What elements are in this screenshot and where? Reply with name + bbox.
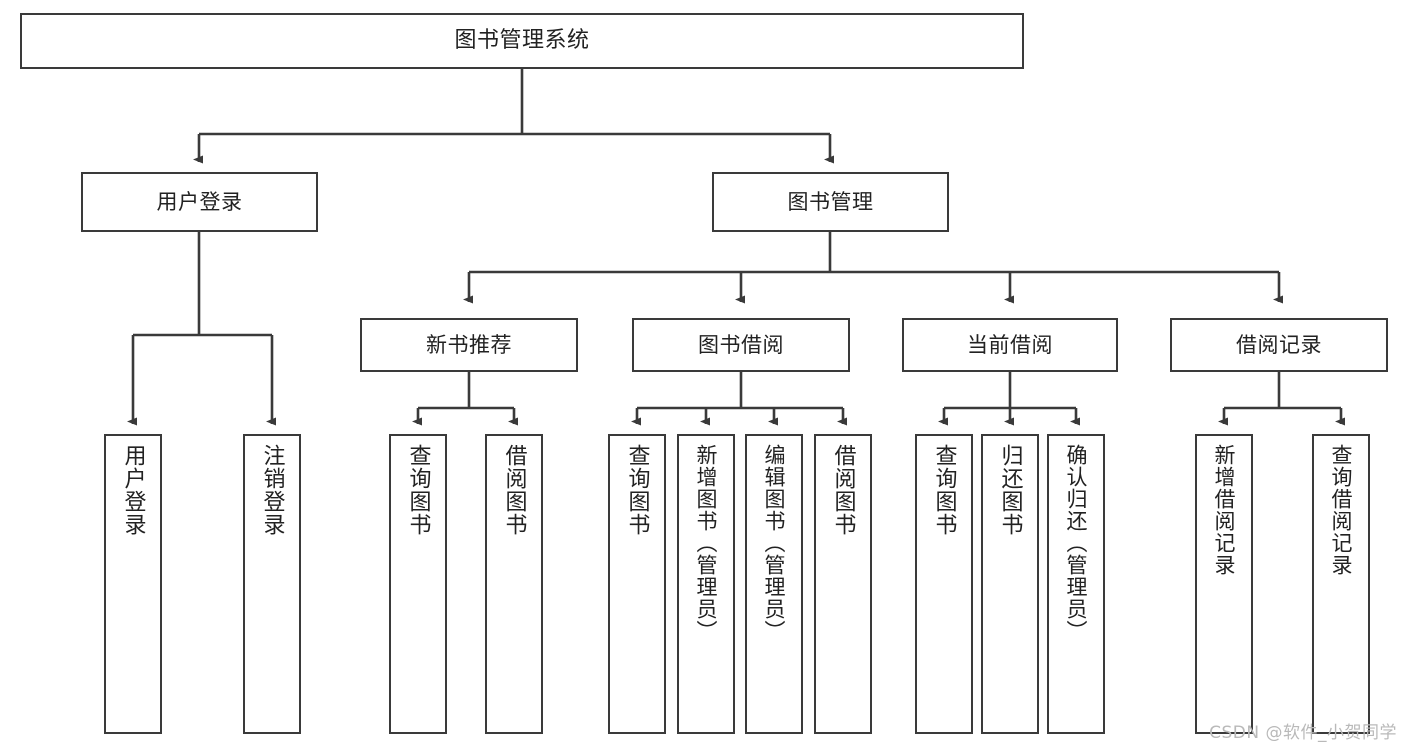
node-borrow-record[interactable]: 借阅记录 bbox=[1170, 318, 1388, 372]
node-leaf-query-book-2-label: 查询图书 bbox=[624, 444, 650, 536]
node-leaf-query-record-label: 查询借阅记录 bbox=[1329, 444, 1354, 576]
node-new-book-recommend[interactable]: 新书推荐 bbox=[360, 318, 578, 372]
node-leaf-add-record[interactable]: 新增借阅记录 bbox=[1195, 434, 1253, 734]
csdn-watermark: CSDN @软件_小贺同学 bbox=[1209, 723, 1397, 743]
node-root-system-label: 图书管理系统 bbox=[454, 28, 590, 54]
node-book-manage[interactable]: 图书管理 bbox=[712, 172, 949, 232]
node-leaf-logout-login[interactable]: 注销登录 bbox=[243, 434, 301, 734]
node-leaf-confirm-return[interactable]: 确认归还（管理员） bbox=[1047, 434, 1105, 734]
node-leaf-edit-book[interactable]: 编辑图书（管理员） bbox=[745, 434, 803, 734]
node-leaf-query-book-1-label: 查询图书 bbox=[405, 444, 431, 536]
node-leaf-query-record[interactable]: 查询借阅记录 bbox=[1312, 434, 1370, 734]
node-leaf-return-book[interactable]: 归还图书 bbox=[981, 434, 1039, 734]
node-leaf-return-book-label: 归还图书 bbox=[997, 444, 1023, 536]
node-root-system[interactable]: 图书管理系统 bbox=[20, 13, 1024, 69]
node-current-borrow-label: 当前借阅 bbox=[967, 332, 1053, 357]
node-user-login-label: 用户登录 bbox=[156, 189, 243, 214]
node-leaf-user-login[interactable]: 用户登录 bbox=[104, 434, 162, 734]
node-user-login[interactable]: 用户登录 bbox=[81, 172, 318, 232]
node-current-borrow[interactable]: 当前借阅 bbox=[902, 318, 1118, 372]
node-leaf-query-book-1[interactable]: 查询图书 bbox=[389, 434, 447, 734]
node-book-borrow-label: 图书借阅 bbox=[698, 332, 784, 357]
node-leaf-borrow-book-1[interactable]: 借阅图书 bbox=[485, 434, 543, 734]
node-leaf-borrow-book-2[interactable]: 借阅图书 bbox=[814, 434, 872, 734]
node-leaf-query-book-3[interactable]: 查询图书 bbox=[915, 434, 973, 734]
node-book-manage-label: 图书管理 bbox=[787, 189, 874, 214]
node-leaf-add-book-label: 新增图书（管理员） bbox=[694, 444, 719, 642]
node-leaf-confirm-return-label: 确认归还（管理员） bbox=[1064, 444, 1089, 642]
node-leaf-edit-book-label: 编辑图书（管理员） bbox=[762, 444, 787, 642]
node-book-borrow[interactable]: 图书借阅 bbox=[632, 318, 850, 372]
node-leaf-borrow-book-2-label: 借阅图书 bbox=[830, 444, 856, 536]
node-leaf-query-book-3-label: 查询图书 bbox=[931, 444, 957, 536]
node-leaf-add-record-label: 新增借阅记录 bbox=[1212, 444, 1237, 576]
node-borrow-record-label: 借阅记录 bbox=[1236, 332, 1322, 357]
node-leaf-add-book[interactable]: 新增图书（管理员） bbox=[677, 434, 735, 734]
node-new-book-recommend-label: 新书推荐 bbox=[426, 332, 512, 357]
node-leaf-borrow-book-1-label: 借阅图书 bbox=[501, 444, 527, 536]
node-leaf-query-book-2[interactable]: 查询图书 bbox=[608, 434, 666, 734]
node-leaf-logout-login-label: 注销登录 bbox=[259, 444, 285, 536]
node-leaf-user-login-label: 用户登录 bbox=[120, 444, 146, 536]
